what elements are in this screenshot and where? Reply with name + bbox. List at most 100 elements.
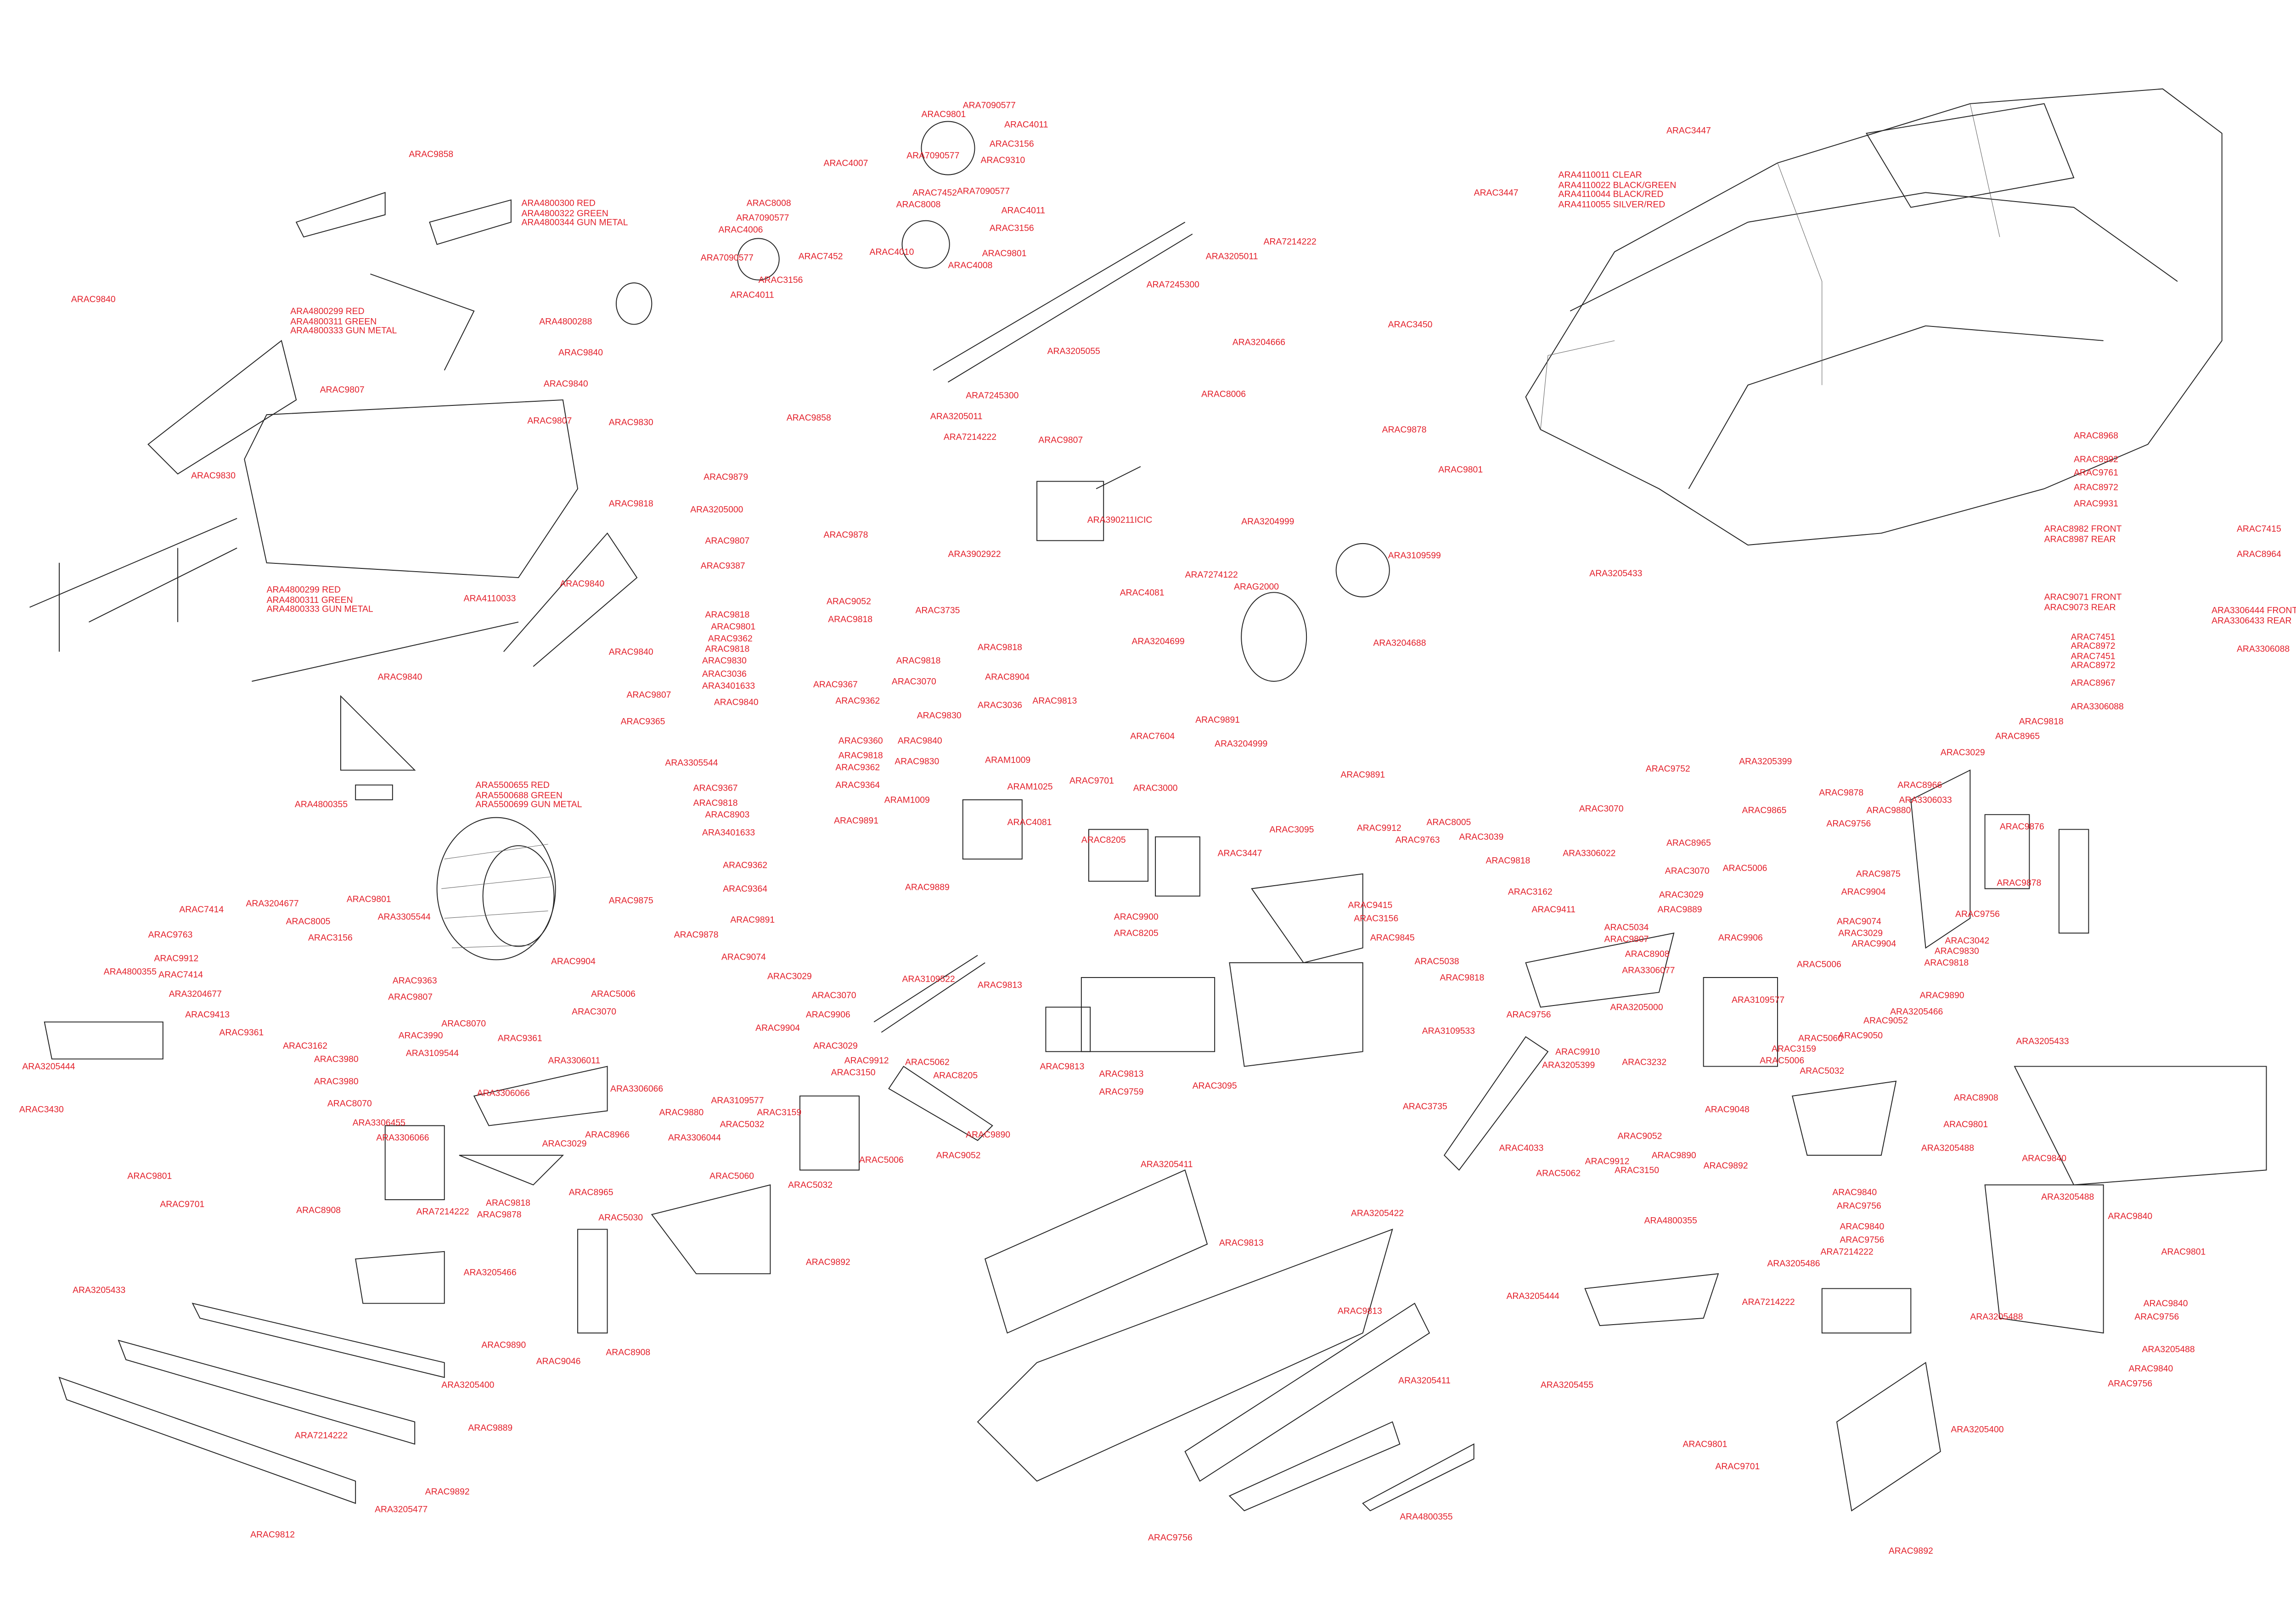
part-number-label: ARAC9818 bbox=[705, 612, 750, 621]
part-number-label: ARA7245300 bbox=[1146, 281, 1199, 291]
part-number-label: ARAC9818 bbox=[608, 500, 653, 510]
part-number-label: ARA5500655 RED ARA5500688 GREEN ARA55006… bbox=[475, 782, 582, 811]
part-number-label: ARA3305544 bbox=[665, 759, 718, 769]
part-number-label: ARA3205011 bbox=[1205, 253, 1258, 262]
part-number-label: ARAC9801 bbox=[2161, 1248, 2206, 1258]
part-number-label: ARAC3447 bbox=[1666, 127, 1711, 136]
part-number-label: ARAC9818 bbox=[486, 1199, 530, 1209]
part-number-label: ARAC9801 bbox=[1683, 1441, 1728, 1450]
part-number-label: ARAC5006 bbox=[1760, 1057, 1805, 1067]
part-number-label: ARAC9807 bbox=[320, 386, 365, 396]
part-number-label: ARAC3735 bbox=[1402, 1103, 1447, 1113]
part-number-label: ARAC8965 bbox=[1995, 733, 2040, 742]
part-number-label: ARAC9818 bbox=[705, 646, 750, 655]
part-number-label: ARA7214222 bbox=[416, 1208, 469, 1218]
part-number-label: ARAC7452 bbox=[798, 253, 843, 262]
part-number-label: ARAC9830 bbox=[917, 712, 962, 721]
part-number-label: ARA3902922 bbox=[948, 551, 1001, 560]
part-number-label: ARAC8908 bbox=[296, 1207, 341, 1216]
part-number-label: ARAC3029 bbox=[813, 1042, 858, 1052]
part-number-label: ARA4110033 bbox=[463, 595, 516, 605]
part-number-label: ARAC9071 FRONT ARAC9073 REAR bbox=[2044, 594, 2122, 613]
part-number-label: ARA3109577 bbox=[1731, 996, 1785, 1006]
part-number-label: ARAC9807 bbox=[626, 691, 671, 701]
part-number-label: ARAC9879 bbox=[703, 474, 748, 483]
part-number-label: ARAC8982 FRONT ARAC8987 REAR bbox=[2044, 526, 2122, 545]
part-number-label: ARAC9763 bbox=[148, 932, 193, 941]
part-number-label: ARA3205400 bbox=[441, 1382, 495, 1391]
part-number-label: ARAC9878 bbox=[1382, 427, 1427, 436]
part-number-label: ARAC8972 bbox=[2071, 662, 2116, 671]
part-number-label: ARAC3000 bbox=[1133, 785, 1178, 794]
part-number-label: ARAC8205 bbox=[1081, 837, 1126, 846]
part-number-label: ARAC9360 bbox=[838, 737, 883, 747]
part-number-label: ARA7214222 bbox=[1263, 238, 1317, 247]
part-number-label: ARAC8205 bbox=[933, 1072, 978, 1081]
part-number-label: ARA4110011 CLEAR ARA4110022 BLACK/GREEN … bbox=[1558, 172, 1677, 210]
part-number-label: ARAC8908 bbox=[606, 1349, 651, 1359]
part-number-label: ARA7090577 bbox=[962, 102, 1016, 111]
part-number-label: ARAC8966 bbox=[1897, 782, 1942, 791]
body-shell bbox=[1525, 88, 2223, 546]
part-number-label: ARAC8908 bbox=[1953, 1094, 1998, 1104]
part-number-label: ARAC9906 bbox=[1718, 934, 1763, 944]
part-number-label: ARAC9813 bbox=[1040, 1063, 1085, 1073]
part-number-label: ARA3306455 bbox=[352, 1119, 405, 1129]
part-number-label: ARAC7414 bbox=[158, 972, 203, 981]
part-number-label: ARAC9840 bbox=[2108, 1213, 2153, 1222]
part-number-label: ARAC5034 bbox=[1604, 924, 1649, 933]
part-number-label: ARAC4011 bbox=[730, 292, 774, 301]
part-number-label: ARAC3156 bbox=[1354, 915, 1399, 924]
part-number-label: ARAC9892 bbox=[1703, 1163, 1748, 1172]
tire bbox=[436, 817, 556, 961]
part-number-label: ARA3205433 bbox=[1589, 570, 1643, 579]
part-number-label: ARAC9840 bbox=[608, 648, 653, 658]
part-number-label: ARA4800300 RED ARA4800322 GREEN ARA48003… bbox=[521, 200, 628, 229]
part-number-label: ARA3205422 bbox=[1351, 1210, 1404, 1219]
part-number-label: ARAC7415 bbox=[2236, 526, 2281, 535]
part-number-label: ARAC9756 bbox=[1148, 1534, 1193, 1544]
part-number-label: ARA390211ICIC bbox=[1087, 517, 1153, 526]
part-number-label: ARAC3447 bbox=[1474, 189, 1519, 199]
part-number-label: ARAC3070 bbox=[891, 678, 936, 687]
part-number-label: ARAC9752 bbox=[1645, 765, 1690, 775]
drive-shafts bbox=[737, 121, 1390, 1033]
part-number-label: ARAC9813 bbox=[1032, 697, 1077, 707]
part-number-label: ARAC3156 bbox=[758, 277, 803, 286]
part-number-label: ARAC8992 bbox=[2074, 456, 2118, 465]
part-number-label: ARA4800355 bbox=[1644, 1217, 1697, 1226]
suspension-arms bbox=[384, 769, 2089, 1334]
part-number-label: ARA7245300 bbox=[966, 392, 1019, 402]
part-number-label: ARAC9840 bbox=[560, 580, 605, 590]
part-number-label: ARA3205488 bbox=[2142, 1346, 2195, 1355]
part-number-label: ARAC9052 bbox=[1863, 1017, 1908, 1027]
part-number-label: ARAC9818 bbox=[828, 616, 873, 625]
part-number-label: ARAC3036 bbox=[978, 702, 1022, 711]
part-number-label: ARA3109544 bbox=[405, 1050, 459, 1059]
part-number-label: ARAC9807 bbox=[1038, 437, 1083, 446]
part-number-label: ARAC9415 bbox=[1348, 902, 1393, 911]
part-number-label: ARAC9858 bbox=[409, 151, 454, 160]
part-number-label: ARAC7451 bbox=[2071, 653, 2116, 662]
part-number-label: ARA3205400 bbox=[1951, 1426, 2004, 1435]
part-number-label: ARA4800288 bbox=[539, 318, 592, 327]
part-number-label: ARA7214222 bbox=[943, 434, 997, 443]
part-number-label: ARA3306011 bbox=[548, 1057, 601, 1067]
part-number-label: ARAC3156 bbox=[989, 225, 1034, 234]
chassis-plate bbox=[977, 1169, 1474, 1511]
part-number-label: ARA3109577 bbox=[711, 1097, 764, 1107]
part-number-label: ARAC9830 bbox=[702, 657, 747, 667]
part-number-label: ARAC3447 bbox=[1217, 850, 1262, 859]
part-number-label: ARAC9931 bbox=[2074, 500, 2118, 510]
part-number-label: ARAC5062 bbox=[905, 1059, 950, 1068]
part-number-label: ARAC9875 bbox=[1856, 871, 1901, 880]
part-number-label: ARAC9818 bbox=[978, 644, 1022, 653]
part-number-label: ARAC3159 bbox=[757, 1109, 802, 1118]
part-number-label: ARAC9701 bbox=[1069, 777, 1114, 787]
part-number-label: ARAC9892 bbox=[1888, 1547, 1933, 1557]
part-number-label: ARAC8070 bbox=[441, 1020, 486, 1029]
part-number-label: ARAC3029 bbox=[767, 973, 812, 982]
part-number-label: ARA3205399 bbox=[1739, 758, 1792, 767]
roll-cage bbox=[29, 192, 653, 800]
part-number-label: ARA3109533 bbox=[1422, 1028, 1475, 1037]
